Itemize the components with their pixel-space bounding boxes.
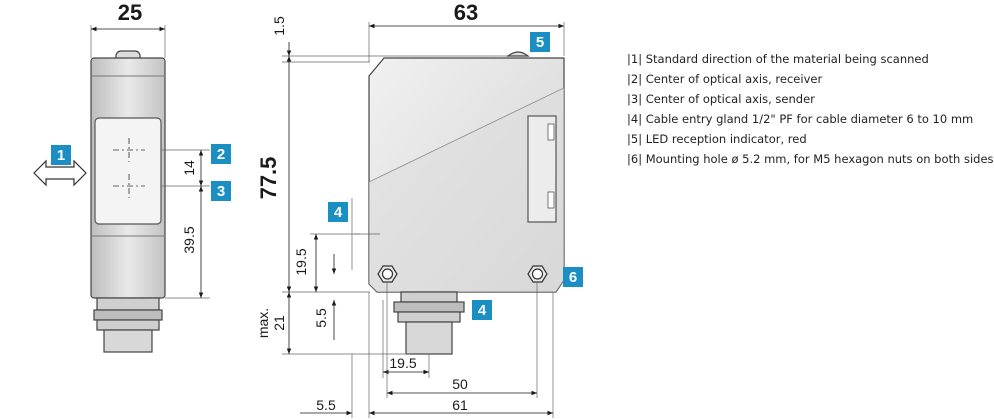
legend-item-5: |5| LED reception indicator, red — [627, 132, 807, 146]
side-dims — [282, 42, 554, 418]
svg-text:4: 4 — [478, 302, 487, 319]
legend-item-3: |3| Center of optical axis, sender — [627, 92, 815, 106]
dim-edge-offset: 5.5 — [316, 397, 336, 413]
dim-hole-spacing: 50 — [452, 376, 468, 392]
dim-hole-offset: 5.5 — [313, 308, 329, 328]
legend-item-4: |4| Cable entry gland 1/2" PF for cable … — [627, 112, 974, 126]
scan-direction-arrow — [33, 159, 87, 187]
dim-top-offset: 1.5 — [271, 16, 287, 36]
dim-hole-height: 19.5 — [293, 248, 309, 275]
svg-text:6: 6 — [569, 269, 577, 286]
mounting-hole-right — [527, 265, 548, 283]
badge-4-bottom: 4 — [472, 300, 492, 320]
side-view — [282, 22, 565, 355]
dim-gland-center: 19.5 — [389, 355, 416, 371]
dim-axis-spacing: 14 — [181, 160, 197, 176]
front-view — [90, 25, 166, 353]
badge-5: 5 — [530, 32, 550, 52]
front-side-dims — [161, 149, 210, 299]
dim-gland-height-label: max. — [255, 308, 271, 338]
dim-gland-height: 21 — [271, 315, 287, 331]
dim-overall-height: 77.5 — [256, 157, 281, 200]
badge-3: 3 — [211, 181, 231, 201]
optical-window — [94, 117, 162, 225]
dim-front-width: 25 — [118, 0, 142, 25]
dim-top-width: 63 — [454, 0, 478, 25]
badge-4-side: 4 — [328, 202, 348, 222]
legend-item-6: |6| Mounting hole ø 5.2 mm, for M5 hexag… — [627, 152, 994, 166]
badge-6: 6 — [563, 267, 583, 287]
dim-axis-height: 39.5 — [181, 226, 197, 253]
badge-1: 1 — [51, 145, 71, 165]
svg-text:2: 2 — [217, 146, 225, 163]
svg-text:1: 1 — [57, 147, 65, 164]
svg-text:3: 3 — [217, 183, 225, 200]
mounting-hole-left — [377, 265, 398, 283]
legend: |1| Standard direction of the material b… — [627, 49, 994, 169]
legend-item-1: |1| Standard direction of the material b… — [627, 52, 929, 66]
badge-2: 2 — [211, 144, 231, 164]
svg-text:4: 4 — [334, 204, 343, 221]
legend-item-2: |2| Center of optical axis, receiver — [627, 72, 823, 86]
dim-body-width: 61 — [452, 397, 468, 413]
svg-text:5: 5 — [536, 34, 544, 51]
dimension-drawing: 25 63 1.5 77.5 14 39.5 max. 21 19.5 5.5 … — [33, 0, 583, 418]
